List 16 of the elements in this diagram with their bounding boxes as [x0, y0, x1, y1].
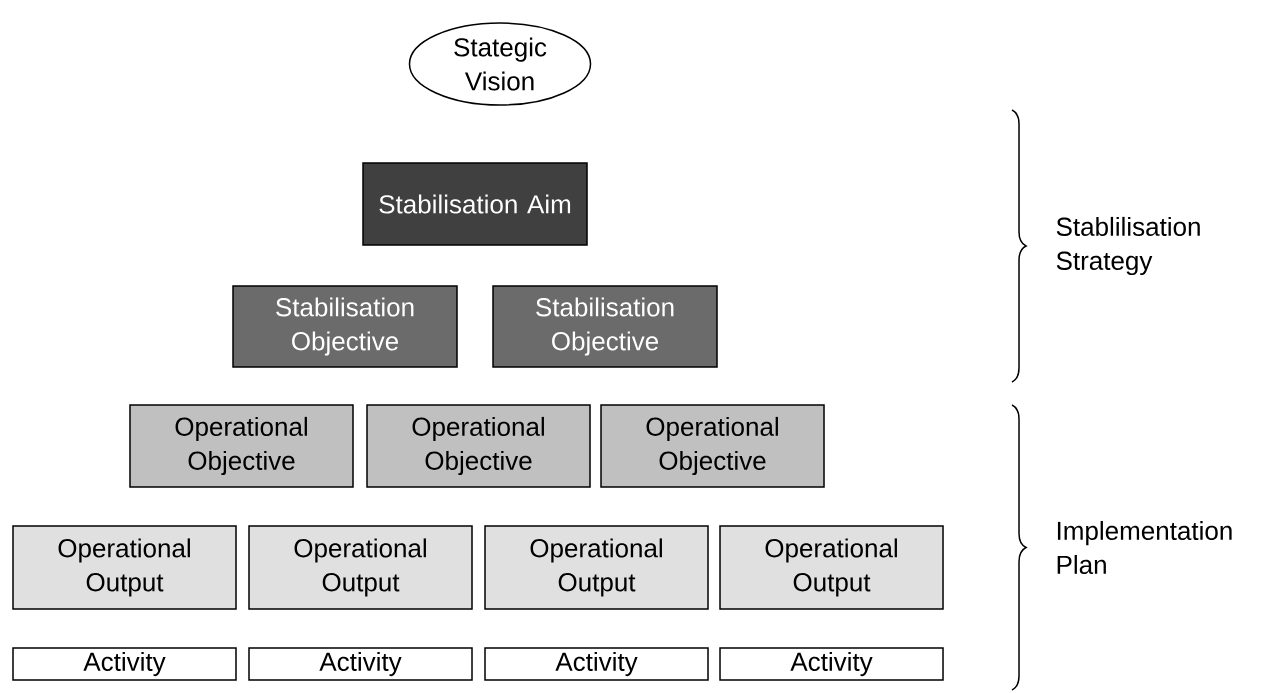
aim-box: Stabilisation Aim — [362, 162, 588, 246]
objective-box: Operational Objective — [129, 404, 354, 488]
activity-box: Activity — [12, 647, 237, 681]
output-box: Operational Output — [12, 525, 237, 610]
objective-box: Operational Objective — [366, 404, 591, 488]
output-box: Operational Output — [719, 525, 944, 610]
activity-box: Activity — [248, 647, 473, 681]
bracket-label: Implementation Plan — [1057, 520, 1232, 575]
objective-box: Stabilisation Objective — [492, 285, 718, 368]
output-box: Operational Output — [248, 525, 473, 610]
objective-box: Stabilisation Objective — [232, 285, 458, 368]
bracket-label: Stablilisation Strategy — [1056, 216, 1200, 276]
activity-box: Activity — [484, 647, 709, 681]
objective-box: Operational Objective — [600, 404, 825, 488]
activity-box: Activity — [719, 647, 944, 681]
output-box: Operational Output — [484, 525, 709, 610]
